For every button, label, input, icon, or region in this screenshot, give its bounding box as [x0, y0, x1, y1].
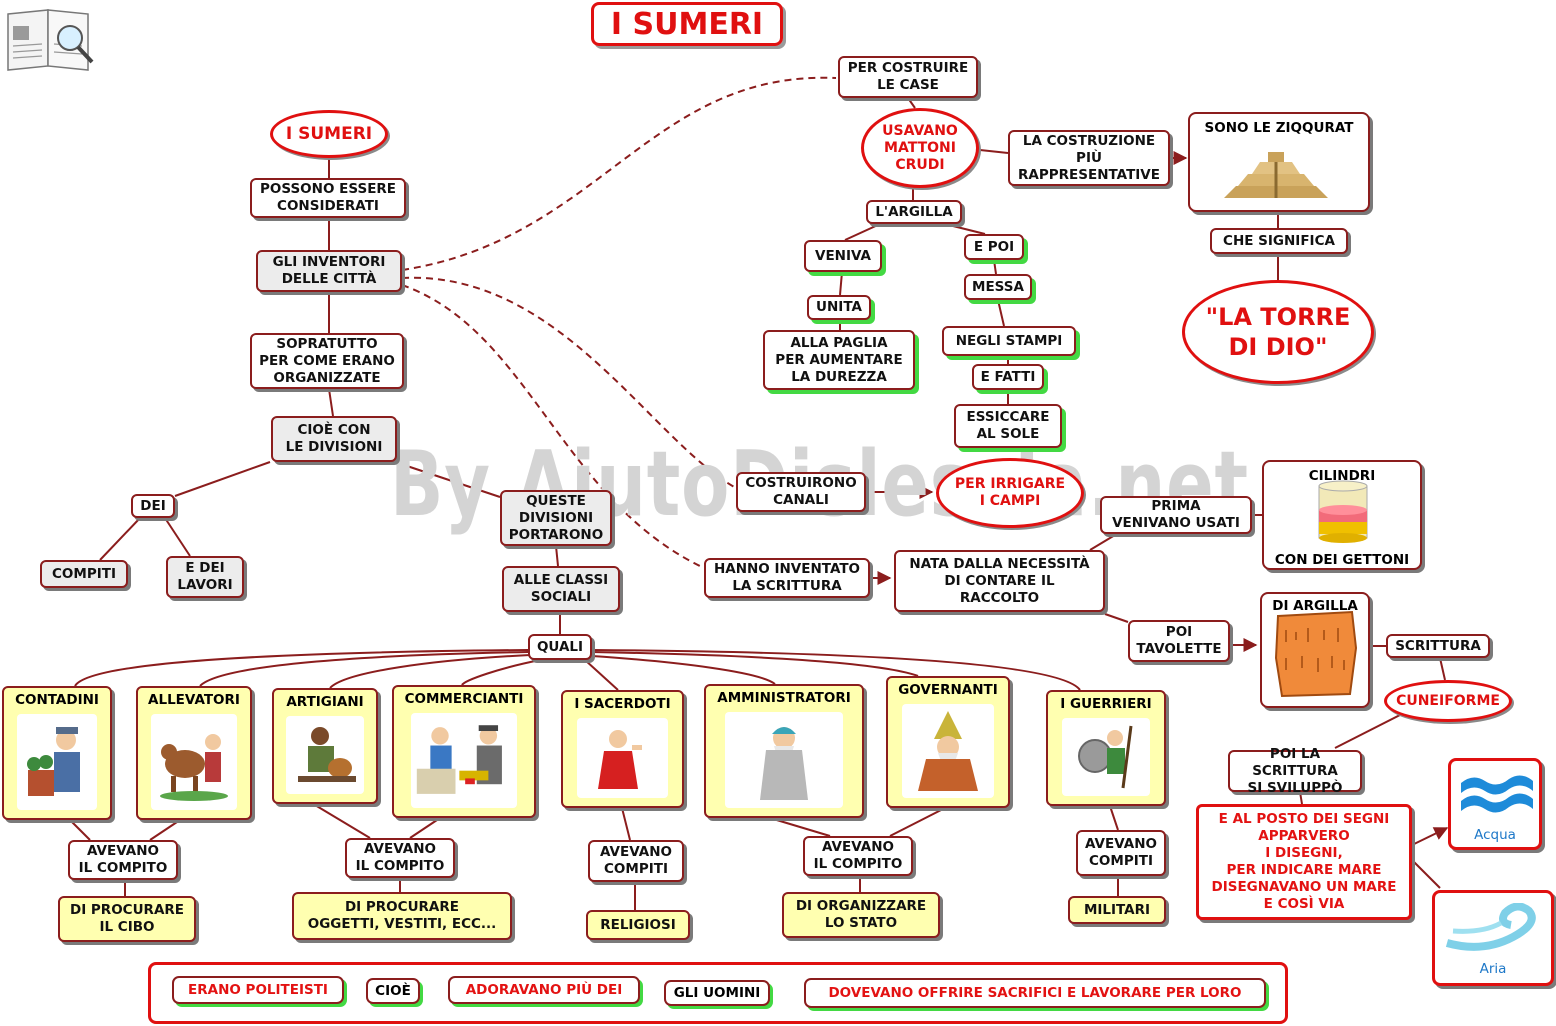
adoravano-node: ADORAVANO PIÙ DEI: [448, 976, 640, 1004]
cuneiforme-oval: CUNEIFORME: [1384, 680, 1512, 722]
class-label: I GUERRIERI: [1060, 696, 1152, 712]
organizzare-stato-node: DI ORGANIZZARE LO STATO: [782, 892, 940, 938]
per-costruire-node: PER COSTRUIRE LE CASE: [838, 56, 978, 98]
veniva-node: VENIVA: [804, 240, 882, 272]
class-label: AMMINISTRATORI: [717, 690, 851, 706]
scrittura-node: SCRITTURA: [1386, 634, 1490, 658]
procurare-cibo-node: DI PROCURARE IL CIBO: [58, 896, 196, 942]
class-sacerdoti: I SACERDOTI: [561, 690, 684, 808]
aria-label: Aria: [1479, 961, 1507, 977]
che-significa-node: CHE SIGNIFICA: [1210, 228, 1348, 254]
procurare-oggetti-node: DI PROCURARE OGGETTI, VESTITI, ECC...: [292, 892, 512, 940]
mattoni-crudi-oval: USAVANO MATTONI CRUDI: [861, 108, 979, 188]
elder-icon: [724, 712, 844, 808]
ruler-icon: [902, 704, 994, 798]
class-allevatori: ALLEVATORI: [136, 686, 252, 820]
acqua-card: Acqua: [1448, 758, 1542, 850]
prima-usati-node: PRIMA VENIVANO USATI: [1100, 496, 1252, 534]
unita-node: UNITA: [807, 295, 871, 320]
class-commercianti: COMMERCIANTI: [392, 685, 536, 818]
page-title: I SUMERI: [591, 2, 783, 46]
class-contadini: CONTADINI: [2, 686, 112, 820]
avevano-compiti-guerrieri: AVEVANO COMPITI: [1076, 830, 1166, 876]
wind-swirl-icon: [1445, 903, 1536, 951]
avevano-compito-artigiani: AVEVANO IL COMPITO: [345, 838, 455, 878]
irrigare-oval: PER IRRIGARE I CAMPI: [936, 458, 1084, 528]
class-governanti: GOVERNANTI: [886, 676, 1010, 808]
costruirono-canali-node: COSTRUIRONO CANALI: [736, 472, 866, 512]
e-poi-node: E POI: [964, 234, 1024, 260]
class-label: ALLEVATORI: [148, 692, 240, 708]
class-label: CONTADINI: [15, 692, 99, 708]
ziqqurat-icon: [1224, 152, 1328, 198]
torre-di-dio-oval: "LA TORRE DI DIO": [1182, 280, 1374, 384]
nata-necessita-node: NATA DALLA NECESSITÀ DI CONTARE IL RACCO…: [894, 550, 1105, 612]
uomini-node: GLI UOMINI: [664, 980, 770, 1006]
stampi-node: NEGLI STAMPI: [942, 326, 1076, 356]
class-label: I SACERDOTI: [574, 696, 671, 712]
militari-node: MILITARI: [1068, 896, 1166, 924]
queste-divisioni-node: QUESTE DIVISIONI PORTARONO: [500, 490, 612, 546]
possono-node: POSSONO ESSERE CONSIDERATI: [250, 178, 406, 218]
cylinder-tokens-icon: [1318, 480, 1368, 543]
dei-node: DEI: [131, 494, 175, 518]
class-amministratori: AMMINISTRATORI: [704, 684, 864, 818]
paglia-node: ALLA PAGLIA PER AUMENTARE LA DUREZZA: [763, 330, 915, 390]
class-label: GOVERNANTI: [898, 682, 998, 698]
hanno-inventato-node: HANNO INVENTATO LA SCRITTURA: [704, 558, 870, 598]
compiti-node: COMPITI: [40, 560, 128, 588]
class-label: COMMERCIANTI: [404, 691, 524, 707]
aria-card: Aria: [1432, 890, 1554, 986]
farmer-icon: [16, 714, 98, 810]
sviluppo-node: POI LA SCRITTURA SI SVILUPPÒ: [1228, 746, 1362, 796]
classi-sociali-node: ALLE CLASSI SOCIALI: [502, 566, 620, 612]
root-oval: I SUMERI: [270, 110, 388, 158]
book-magnifier-logo-icon: [7, 9, 94, 71]
class-label: ARTIGIANI: [286, 694, 364, 710]
class-guerrieri: I GUERRIERI: [1046, 690, 1166, 806]
costruzione-node: LA COSTRUZIONE PIÙ RAPPRESENTATIVE: [1008, 130, 1170, 186]
acqua-label: Acqua: [1474, 827, 1516, 843]
potter-icon: [286, 716, 364, 794]
avevano-compito-contadini: AVEVANO IL COMPITO: [68, 840, 178, 880]
messa-node: MESSA: [964, 274, 1032, 300]
di-argilla-label: DI ARGILLA: [1272, 598, 1358, 614]
e-fatti-node: E FATTI: [972, 364, 1044, 390]
avevano-compito-amministratori: AVEVANO IL COMPITO: [803, 836, 913, 876]
poi-tavolette-node: POI TAVOLETTE: [1128, 620, 1230, 662]
politeisti-node: ERANO POLITEISTI: [172, 976, 344, 1004]
dovevano-node: DOVEVANO OFFRIRE SACRIFICI E LAVORARE PE…: [804, 978, 1266, 1008]
quali-node: QUALI: [528, 634, 592, 660]
class-artigiani: ARTIGIANI: [272, 688, 378, 804]
priest-icon: [577, 718, 668, 798]
clay-tablet-icon: [1274, 610, 1358, 698]
gettoni-label: CON DEI GETTONI: [1274, 552, 1410, 568]
cioe-divisioni-node: CIOÈ CON LE DIVISIONI: [271, 416, 397, 462]
argilla-node: L'ARGILLA: [866, 200, 962, 224]
avevano-compiti-sacerdoti: AVEVANO COMPITI: [588, 840, 684, 882]
essiccare-node: ESSICCARE AL SOLE: [954, 404, 1062, 448]
ziqqurat-card: SONO LE ZIQQURAT: [1188, 112, 1370, 212]
cilindri-card: CILINDRI CON DEI GETTONI: [1262, 460, 1422, 570]
e-dei-lavori-node: E DEI LAVORI: [166, 556, 244, 598]
sopratutto-node: SOPRATUTTO PER COME ERANO ORGANIZZATE: [250, 333, 404, 389]
religiosi-node: RELIGIOSI: [586, 910, 690, 940]
water-waves-icon: [1461, 775, 1533, 813]
ziqqurat-label: SONO LE ZIQQURAT: [1204, 120, 1354, 136]
cilindri-label: CILINDRI: [1308, 468, 1376, 484]
segni-disegni-node: E AL POSTO DEI SEGNI APPARVERO I DISEGNI…: [1196, 804, 1412, 920]
merchant-icon: [410, 713, 518, 808]
cow-icon: [151, 714, 237, 810]
warrior-icon: [1061, 718, 1151, 796]
inventori-node: GLI INVENTORI DELLE CITTÀ: [256, 250, 402, 292]
cioe-node: CIOÈ: [366, 978, 420, 1004]
argilla-tablet-card: DI ARGILLA: [1260, 592, 1370, 708]
